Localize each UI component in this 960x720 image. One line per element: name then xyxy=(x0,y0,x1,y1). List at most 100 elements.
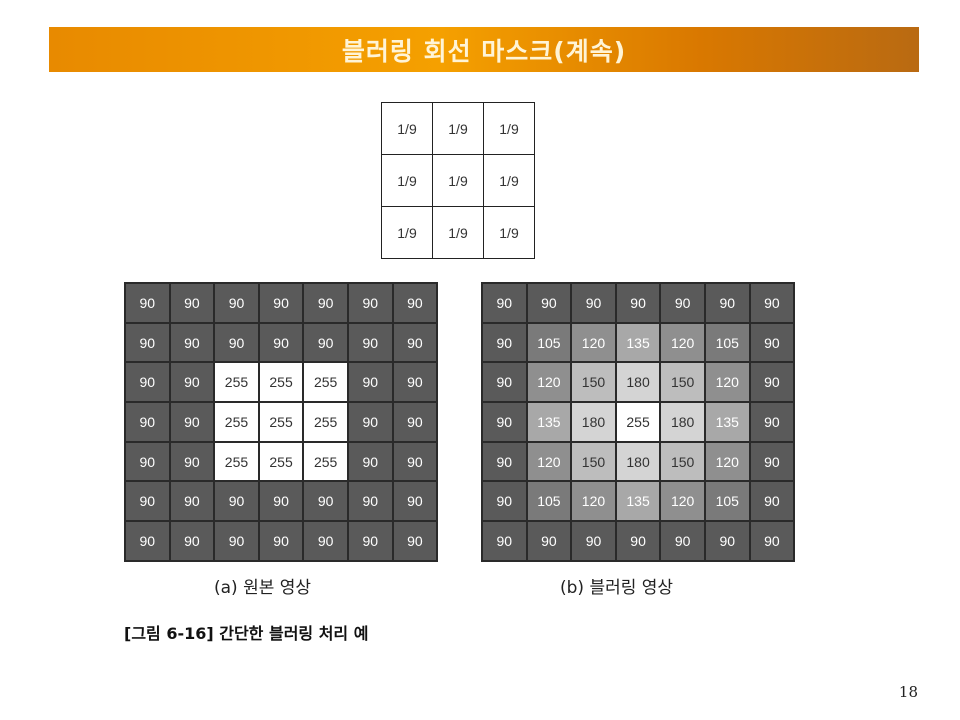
pixel-cell: 255 xyxy=(214,441,259,482)
pixel-cell: 90 xyxy=(169,283,215,323)
mask-cell: 1/9 xyxy=(483,206,535,259)
pixel-cell: 90 xyxy=(169,441,215,482)
pixel-cell: 90 xyxy=(392,322,438,363)
pixel-cell: 90 xyxy=(571,521,616,561)
pixel-cell: 90 xyxy=(749,481,795,522)
pixel-cell: 90 xyxy=(303,521,348,561)
pixel-cell: 120 xyxy=(660,322,705,363)
pixel-cell: 90 xyxy=(749,441,795,482)
pixel-cell: 90 xyxy=(214,481,259,522)
pixel-cell: 255 xyxy=(214,362,259,403)
pixel-cell: 255 xyxy=(258,441,304,482)
pixel-cell: 90 xyxy=(347,481,393,522)
pixel-cell: 90 xyxy=(214,521,259,561)
pixel-cell: 90 xyxy=(392,441,438,482)
pixel-cell: 90 xyxy=(392,402,438,442)
pixel-cell: 150 xyxy=(571,362,616,403)
pixel-cell: 255 xyxy=(258,402,304,442)
mask-row: 1/9 1/9 1/9 xyxy=(381,154,535,207)
pixel-cell: 90 xyxy=(214,322,259,363)
pixel-cell: 90 xyxy=(214,283,259,323)
mask-cell: 1/9 xyxy=(381,206,433,259)
pixel-cell: 90 xyxy=(749,283,795,323)
mask-cell: 1/9 xyxy=(432,206,484,259)
pixel-cell: 135 xyxy=(615,481,661,522)
pixel-cell: 105 xyxy=(526,481,572,522)
pixel-cell: 135 xyxy=(615,322,661,363)
pixel-cell: 90 xyxy=(392,362,438,403)
pixel-cell: 120 xyxy=(704,362,750,403)
pixel-cell: 90 xyxy=(615,521,661,561)
pixel-cell: 90 xyxy=(169,481,215,522)
pixel-cell: 90 xyxy=(347,322,393,363)
pixel-cell: 120 xyxy=(704,441,750,482)
pixel-cell: 90 xyxy=(526,521,572,561)
pixel-cell: 105 xyxy=(704,481,750,522)
pixel-cell: 135 xyxy=(704,402,750,442)
pixel-cell: 90 xyxy=(392,283,438,323)
pixel-cell: 90 xyxy=(482,441,527,482)
pixel-cell: 90 xyxy=(125,362,170,403)
pixel-cell: 90 xyxy=(125,322,170,363)
pixel-cell: 120 xyxy=(571,481,616,522)
pixel-cell: 90 xyxy=(615,283,661,323)
pixel-cell: 90 xyxy=(169,521,215,561)
pixel-cell: 90 xyxy=(482,521,527,561)
pixel-cell: 255 xyxy=(303,402,348,442)
pixel-cell: 90 xyxy=(169,322,215,363)
pixel-cell: 90 xyxy=(125,521,170,561)
pixel-cell: 135 xyxy=(526,402,572,442)
pixel-cell: 90 xyxy=(392,481,438,522)
pixel-cell: 90 xyxy=(125,402,170,442)
pixel-cell: 90 xyxy=(482,402,527,442)
pixel-cell: 120 xyxy=(526,441,572,482)
pixel-cell: 255 xyxy=(303,362,348,403)
pixel-cell: 90 xyxy=(258,283,304,323)
mask-cell: 1/9 xyxy=(483,154,535,207)
pixel-cell: 255 xyxy=(303,441,348,482)
pixel-cell: 90 xyxy=(660,283,705,323)
pixel-cell: 90 xyxy=(258,481,304,522)
pixel-cell: 90 xyxy=(303,283,348,323)
pixel-cell: 255 xyxy=(214,402,259,442)
pixel-cell: 120 xyxy=(571,322,616,363)
pixel-cell: 150 xyxy=(660,362,705,403)
mask-cell: 1/9 xyxy=(432,154,484,207)
pixel-cell: 90 xyxy=(125,283,170,323)
blur-mask-table: 1/9 1/9 1/9 1/9 1/9 1/9 1/9 1/9 1/9 xyxy=(381,102,535,259)
pixel-cell: 90 xyxy=(347,521,393,561)
pixel-cell: 180 xyxy=(615,441,661,482)
pixel-cell: 90 xyxy=(169,362,215,403)
pixel-cell: 90 xyxy=(704,283,750,323)
pixel-cell: 90 xyxy=(571,283,616,323)
blurred-image-caption: (b) 블러링 영상 xyxy=(560,578,674,598)
page-number: 18 xyxy=(898,683,918,701)
mask-cell: 1/9 xyxy=(483,102,535,155)
pixel-cell: 90 xyxy=(660,521,705,561)
pixel-cell: 90 xyxy=(749,322,795,363)
pixel-cell: 150 xyxy=(571,441,616,482)
pixel-cell: 90 xyxy=(347,362,393,403)
pixel-cell: 90 xyxy=(125,441,170,482)
pixel-cell: 90 xyxy=(482,362,527,403)
pixel-cell: 90 xyxy=(125,481,170,522)
mask-row: 1/9 1/9 1/9 xyxy=(381,102,535,155)
original-image-caption: (a) 원본 영상 xyxy=(214,578,312,598)
pixel-cell: 90 xyxy=(347,441,393,482)
mask-cell: 1/9 xyxy=(381,102,433,155)
pixel-cell: 90 xyxy=(303,481,348,522)
pixel-cell: 90 xyxy=(347,283,393,323)
pixel-cell: 90 xyxy=(169,402,215,442)
pixel-cell: 120 xyxy=(660,481,705,522)
slide-title-bar: 블러링 회선 마스크(계속) xyxy=(49,27,919,72)
pixel-cell: 180 xyxy=(571,402,616,442)
pixel-cell: 90 xyxy=(749,362,795,403)
pixel-cell: 90 xyxy=(258,521,304,561)
pixel-cell: 90 xyxy=(704,521,750,561)
pixel-cell: 90 xyxy=(347,402,393,442)
pixel-cell: 150 xyxy=(660,441,705,482)
pixel-cell: 255 xyxy=(258,362,304,403)
mask-cell: 1/9 xyxy=(381,154,433,207)
